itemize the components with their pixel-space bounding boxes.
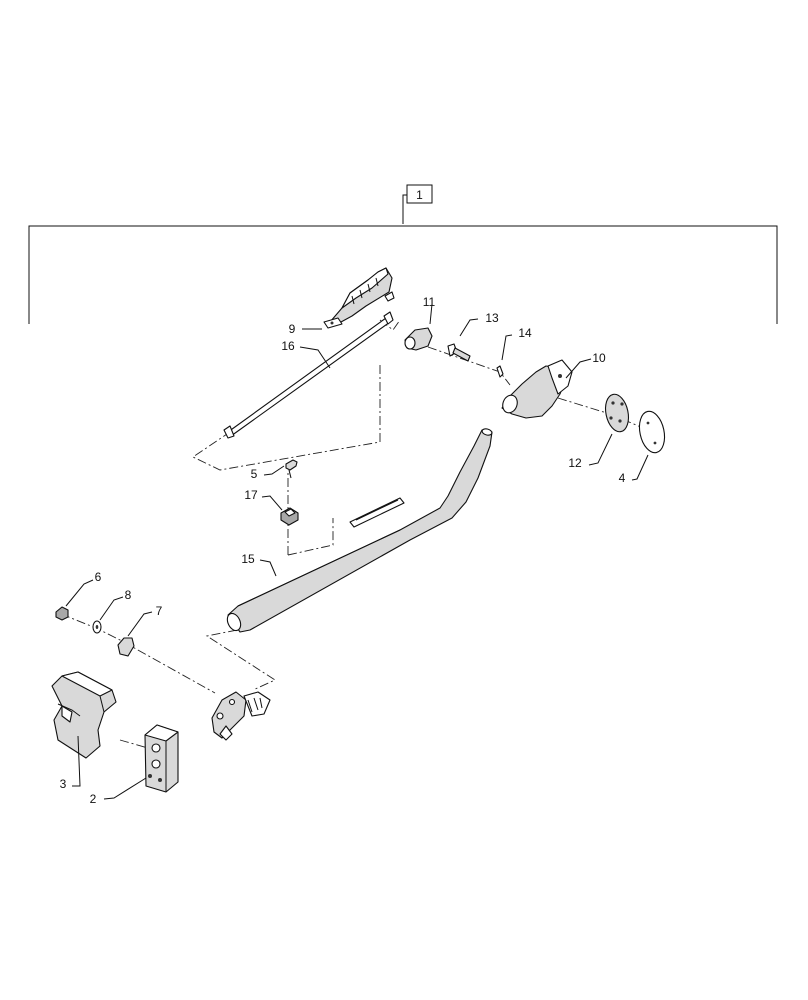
callout-label-2: 2 [90,792,97,806]
part-pin [496,365,504,378]
callout-label-6: 6 [95,570,102,584]
part-nut [280,507,299,526]
part-handle-grip [323,267,395,329]
callout-label-15: 15 [241,552,255,566]
callout-label-1: 1 [416,188,423,202]
part-rod [223,311,394,439]
part-cap [404,327,433,351]
part-screw [285,459,298,479]
part-washer [92,620,102,634]
callout-labels: 9 16 11 13 14 10 12 4 5 17 15 6 8 7 3 2 [60,295,626,806]
part-elbow [501,359,573,419]
callout-box-1 [406,184,433,204]
part-clip [117,637,135,657]
callout-label-4: 4 [619,471,626,485]
callout-label-10: 10 [592,351,606,365]
callout-label-17: 17 [244,488,258,502]
callout-label-3: 3 [60,777,67,791]
callout-label-12: 12 [568,456,582,470]
part-cover-disc [638,410,666,454]
callout-label-8: 8 [125,588,132,602]
callout-label-11: 11 [423,295,436,309]
part-tube [226,428,493,633]
bracket-line [28,225,778,324]
callout-label-9: 9 [289,322,296,336]
callout-label-14: 14 [518,326,532,340]
assembly-bracket: 1 [28,184,778,324]
callout-label-7: 7 [156,604,163,618]
part-housing-cover [51,671,117,759]
callout-label-5: 5 [251,467,258,481]
part-bolt [447,343,471,362]
part-screw-6 [55,606,69,621]
leader-lines [65,303,649,800]
part-gasket [604,393,630,433]
callout-label-16: 16 [281,339,295,353]
part-lock-block [144,724,179,793]
part-latch-mechanism [211,691,271,741]
bracket-stem [402,194,407,224]
callout-label-13: 13 [485,311,499,325]
